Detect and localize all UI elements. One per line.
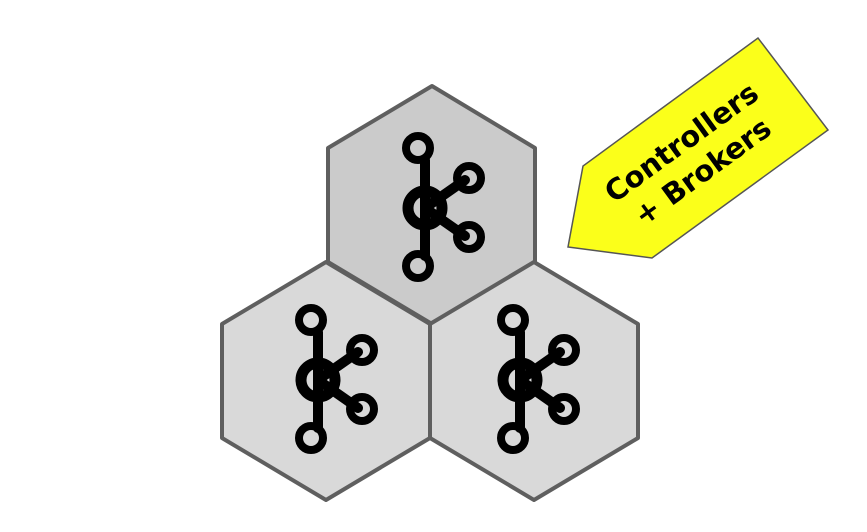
label-tag: Controllers + Brokers — [567, 36, 830, 259]
tag-shape — [567, 36, 830, 259]
kafka-logo-icon — [497, 304, 580, 454]
kafka-logo-icon — [295, 304, 378, 454]
kafka-logo-icon — [402, 132, 485, 282]
hex-node-bottom-right — [428, 260, 640, 502]
hex-node-bottom-left — [220, 260, 432, 502]
